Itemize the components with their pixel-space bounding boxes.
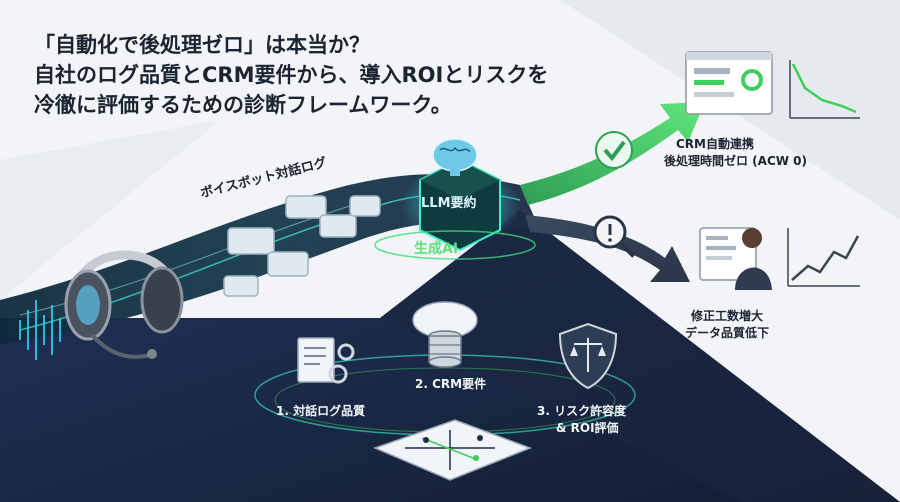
failure-outcome-line-2: データ品質低下 [685, 326, 770, 340]
brain-icon [432, 138, 478, 176]
step-3-label-line-1: 3. リスク許容度 [537, 404, 627, 418]
cloud-database-icon [412, 301, 478, 368]
llm-summary-label: LLM要約 [421, 196, 477, 211]
increasing-chart-icon [787, 228, 860, 287]
headline-line-1: 「自動化で後処理ゼロ」は本当か？ [34, 33, 370, 57]
document-gear-icon [297, 337, 355, 384]
sound-wave-icon [19, 300, 61, 360]
exclamation-magnifier-icon [593, 215, 636, 258]
llm-cube-icon [374, 158, 536, 260]
decreasing-chart-icon [789, 60, 860, 119]
step-3-label-line-2: & ROI評価 [556, 421, 619, 435]
success-outcome-line-2: 後処理時間ゼロ (ACW 0) [664, 154, 808, 168]
failure-arrow [525, 215, 690, 282]
worker-screen-icon [699, 227, 772, 290]
shield-scale-icon [558, 322, 618, 390]
check-icon [595, 131, 633, 169]
headset-icon [64, 250, 184, 359]
failure-outcome-line-1: 修正工数増大 [691, 309, 764, 323]
success-outcome-line-1: CRM自動連携 [676, 137, 754, 151]
decision-matrix-icon [372, 419, 533, 481]
headline: 「自動化で後処理ゼロ」は本当か？ 自社のログ品質とCRM要件から、導入ROIとリ… [34, 30, 548, 120]
headline-line-3: 冷徹に評価するための診断フレームワーク。 [34, 93, 452, 117]
generative-ai-label: 生成AI [414, 241, 459, 257]
step-2-label: 2. CRM要件 [415, 377, 487, 391]
chat-bubbles-icon [223, 195, 381, 297]
step-1-label: 1. 対話ログ品質 [276, 404, 366, 418]
crm-dashboard-icon [685, 51, 773, 115]
headline-line-2: 自社のログ品質とCRM要件から、導入ROIとリスクを [34, 63, 549, 87]
